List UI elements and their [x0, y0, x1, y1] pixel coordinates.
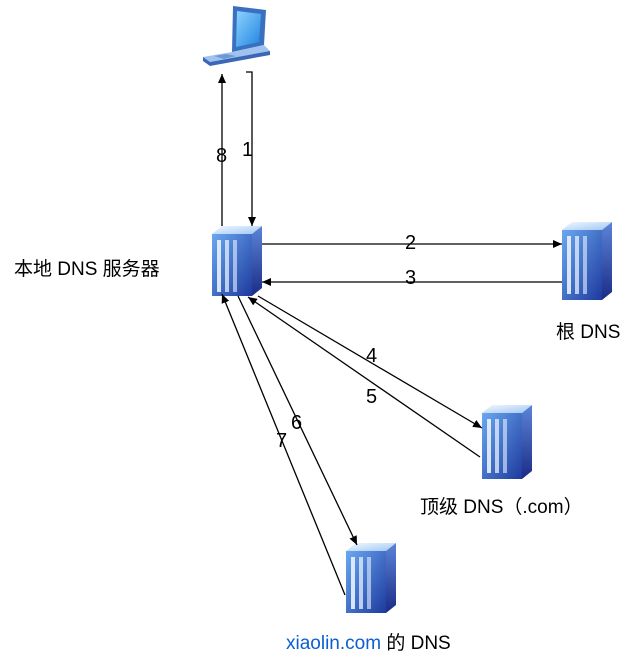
step-label-2: 2 — [405, 232, 417, 254]
step-label-6: 6 — [291, 412, 303, 434]
step-label-1: 1 — [242, 139, 254, 161]
tld-dns-label: 顶级 DNS（.com） — [420, 497, 583, 518]
auth-dns-label: xiaolin.com 的 DNS — [286, 634, 451, 653]
step-label-4: 4 — [366, 345, 378, 367]
step-label-8: 8 — [216, 145, 228, 167]
step-label-3: 3 — [405, 267, 417, 289]
arrow-step-1 — [246, 71, 256, 226]
laptop-icon — [203, 6, 270, 66]
root-dns-label: 根 DNS — [556, 322, 621, 343]
domain-name-text: xiaolin.com — [286, 633, 382, 654]
arrow-step-7 — [221, 293, 346, 596]
local-dns-label: 本地 DNS 服务器 — [14, 259, 160, 280]
arrow-step-6 — [237, 295, 358, 546]
arrow-step-5 — [247, 296, 481, 458]
auth-dns-suffix-text: 的 DNS — [381, 633, 451, 654]
local-dns-server-icon — [212, 226, 262, 296]
root-dns-server-icon — [562, 222, 612, 300]
step-label-5: 5 — [366, 386, 378, 408]
auth-dns-server-icon — [346, 543, 396, 613]
tld-dns-server-icon — [482, 405, 532, 479]
step-label-7: 7 — [276, 430, 288, 452]
arrow-step-4 — [257, 295, 483, 429]
